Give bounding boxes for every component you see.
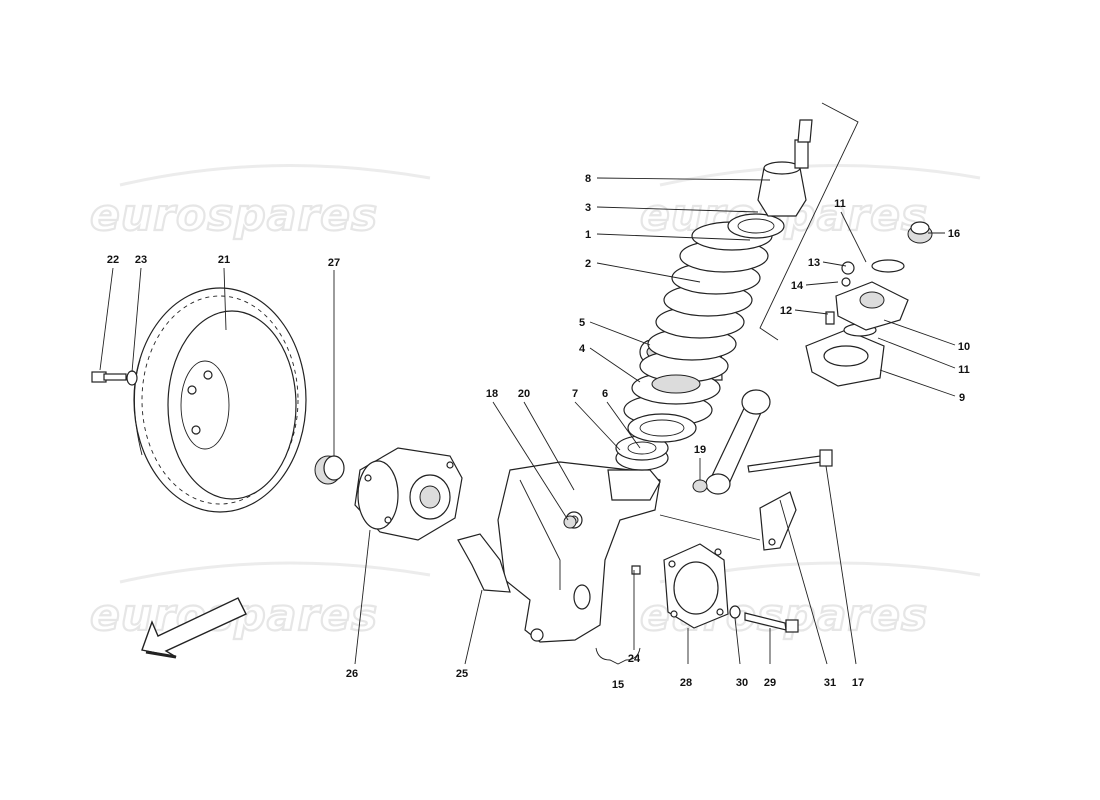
- callout-10: 10: [958, 341, 970, 353]
- wheel-hub: [354, 447, 463, 541]
- callout-25: 25: [456, 668, 468, 680]
- callout-28: 28: [680, 677, 692, 689]
- spring-seat-collar: [627, 413, 697, 443]
- bump-stop: [757, 161, 807, 217]
- callout-29: 29: [764, 677, 776, 689]
- connecting-link: [692, 389, 771, 495]
- callout-1: 1: [585, 229, 591, 241]
- callout-26: 26: [346, 668, 358, 680]
- brake-disc: [133, 287, 307, 513]
- wheel-bearing: [314, 455, 345, 485]
- callout-20: 20: [518, 388, 530, 400]
- callout-19: 19: [694, 444, 706, 456]
- callout-31: 31: [824, 677, 836, 689]
- callout-30: 30: [736, 677, 748, 689]
- mount-stud: [825, 311, 835, 325]
- callout-7: 7: [572, 388, 578, 400]
- upper-spring-seat: [727, 213, 785, 239]
- callout-4: 4: [579, 343, 586, 355]
- callout-14: 14: [791, 280, 804, 292]
- bracket-bolt: [744, 612, 799, 633]
- washer: [126, 370, 138, 386]
- mounting-bracket: [759, 491, 797, 551]
- spring-insulator: [651, 374, 701, 394]
- callout-22: 22: [107, 254, 119, 266]
- upper-mount-base: [805, 329, 885, 387]
- group-bracket-line: [759, 102, 859, 341]
- direction-arrow-icon: [141, 597, 247, 659]
- gasket-plate: [663, 543, 729, 629]
- callout-12: 12: [780, 305, 792, 317]
- callout-6: 6: [602, 388, 608, 400]
- brake-shield: [457, 533, 511, 593]
- callout-13: 13: [808, 257, 820, 269]
- stud-nut: [841, 261, 855, 287]
- top-nut: [907, 221, 933, 244]
- piston-rod: [794, 119, 813, 169]
- callout-17: 17: [852, 677, 864, 689]
- wheel-bolt: [91, 371, 127, 383]
- callout-11-upper: 11: [834, 198, 846, 210]
- long-bolt: [747, 449, 833, 473]
- callout-2: 2: [585, 258, 591, 270]
- nipple: [631, 565, 641, 575]
- callout-5: 5: [579, 317, 585, 329]
- bolt-washer: [729, 605, 741, 619]
- callout-9: 9: [959, 392, 965, 404]
- upper-washer: [871, 259, 905, 273]
- leader-lines: [99, 177, 956, 665]
- watermark-top-left: eurospares: [90, 190, 378, 241]
- callout-24: 24: [628, 653, 641, 665]
- callout-16: 16: [948, 228, 960, 240]
- callout-8: 8: [585, 173, 591, 185]
- callout-11-lower: 11: [958, 364, 970, 376]
- callout-21: 21: [218, 254, 230, 266]
- callout-15: 15: [612, 679, 624, 691]
- callout-23: 23: [135, 254, 147, 266]
- bushing: [563, 515, 577, 529]
- callout-27: 27: [328, 257, 340, 269]
- callout-18: 18: [486, 388, 498, 400]
- callout-labels: 8 3 1 2 5 4 7 6 18 20 19 22 23 21 27 11 …: [107, 173, 970, 691]
- callout-3: 3: [585, 202, 591, 214]
- mount-plate: [835, 281, 909, 331]
- hub-carrier: [497, 461, 661, 643]
